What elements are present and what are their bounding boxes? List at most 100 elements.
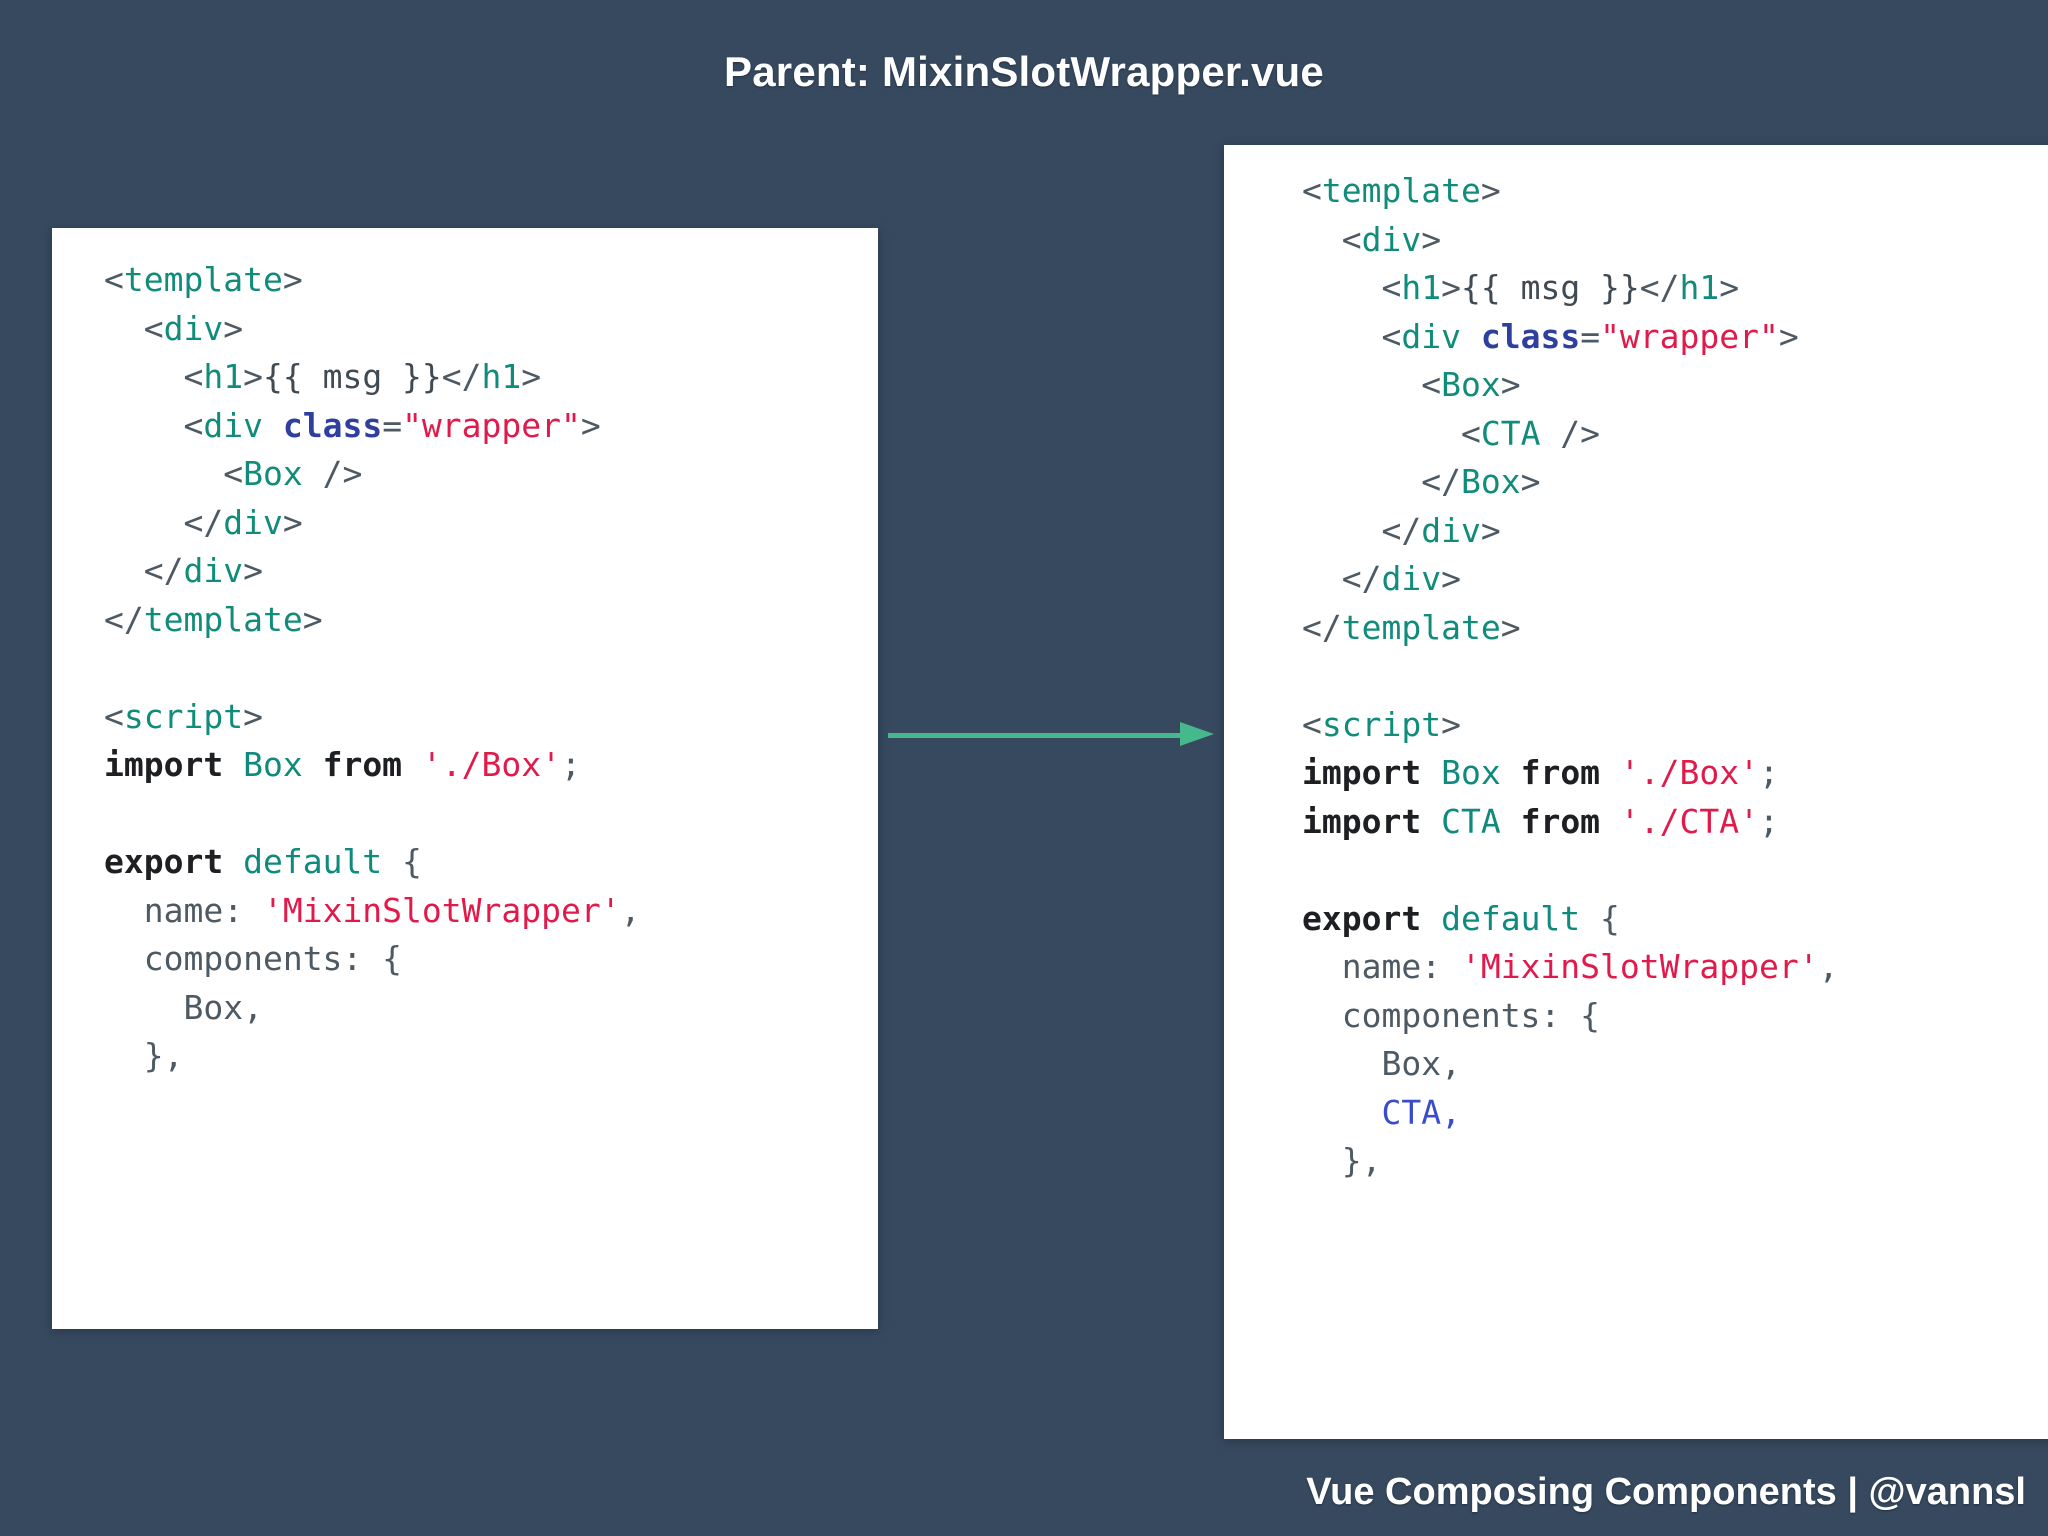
code-token-punct: <	[1302, 171, 1322, 210]
code-token-str: "wrapper"	[1600, 316, 1779, 356]
code-token-punct: >	[282, 260, 303, 299]
code-line: </template>	[1302, 604, 2048, 653]
code-token-tag: div	[1381, 559, 1442, 598]
code-token-kw: import	[1302, 753, 1422, 792]
code-token-punct: >	[1421, 219, 1442, 259]
code-token-plain: ,	[620, 890, 641, 930]
code-line: components: {	[1302, 992, 2048, 1041]
code-token-punct: <	[1421, 365, 1442, 404]
code-token-punct: <	[104, 260, 124, 299]
code-line: <div>	[1302, 216, 2048, 265]
code-token-plain	[1421, 753, 1441, 792]
code-token-new: CTA,	[1381, 1092, 1461, 1132]
code-token-punct: </	[1381, 510, 1422, 550]
code-line: CTA,	[1302, 1089, 2048, 1138]
code-token-punct: >	[243, 551, 263, 590]
code-token-punct: >	[1778, 316, 1799, 356]
code-line: Box,	[1302, 1040, 2048, 1089]
code-token-tag: div	[1401, 316, 1461, 356]
code-token-plain: {	[1580, 898, 1620, 938]
code-line: },	[1302, 1137, 2048, 1186]
code-line: export default {	[104, 838, 878, 887]
code-token-tag: template	[1321, 171, 1481, 210]
code-token-tag: template	[143, 599, 303, 639]
code-token-ident: Box	[1441, 753, 1501, 792]
code-token-kw: export	[1302, 898, 1422, 938]
code-token-attr: class	[282, 405, 383, 445]
code-token-plain	[223, 842, 243, 881]
code-token-punct: >	[1520, 462, 1541, 501]
code-token-punct: />	[302, 454, 363, 493]
code-line: <template>	[104, 256, 878, 305]
code-token-punct: </	[1639, 268, 1680, 307]
code-token-tag: Box	[1460, 462, 1521, 501]
after-code-block: <template> <div> <h1>{{ msg }}</h1> <div…	[1224, 167, 2048, 1186]
code-token-kw: import	[104, 745, 224, 784]
code-token-punct: </	[441, 357, 482, 396]
code-token-punct: />	[1540, 413, 1601, 453]
code-line	[104, 644, 878, 693]
code-token-punct: <	[143, 308, 164, 348]
code-token-plain: {	[382, 842, 422, 881]
code-token-plain: },	[143, 1036, 184, 1075]
code-line: import Box from './Box';	[104, 741, 878, 790]
code-line: </div>	[104, 499, 878, 548]
code-token-punct: <	[1381, 268, 1402, 307]
code-token-tag: div	[203, 405, 263, 445]
code-token-plain	[1501, 753, 1521, 792]
code-token-tag: Box	[1441, 365, 1501, 404]
code-token-plain	[263, 406, 283, 445]
code-token-tag: div	[1421, 510, 1481, 550]
code-token-tag: h1	[481, 357, 522, 396]
code-token-plain	[1461, 317, 1481, 356]
code-token-plain: components: {	[1341, 995, 1601, 1035]
code-token-punct: >	[1480, 510, 1501, 550]
code-token-punct: </	[1421, 462, 1461, 501]
footer-credit: Vue Composing Components | @vannsl	[1306, 1471, 2026, 1513]
code-token-ident: default	[243, 842, 383, 881]
code-token-kw: export	[104, 842, 224, 881]
code-token-mustache: {{ msg }}	[262, 357, 442, 396]
code-token-punct: >	[1719, 268, 1740, 307]
code-token-plain: name:	[143, 890, 263, 930]
before-code-block: <template> <div> <h1>{{ msg }}</h1> <div…	[52, 256, 878, 1081]
code-token-tag: CTA	[1480, 413, 1541, 453]
code-token-tag: template	[123, 260, 283, 299]
code-token-punct: <	[183, 357, 204, 396]
code-token-plain	[303, 745, 323, 784]
arrow-line-icon	[888, 733, 1184, 738]
code-token-str: './Box'	[421, 745, 562, 784]
code-line: </div>	[104, 547, 878, 596]
code-token-kw: import	[1302, 801, 1422, 841]
code-token-plain: components: {	[143, 939, 403, 978]
code-token-plain: ;	[561, 745, 581, 784]
code-token-tag: Box	[243, 454, 303, 493]
code-line: export default {	[1302, 895, 2048, 944]
code-token-punct: >	[282, 502, 303, 542]
code-token-plain	[1421, 899, 1441, 938]
code-token-punct: >	[521, 357, 542, 396]
code-line: <div class="wrapper">	[1302, 313, 2048, 362]
code-token-kw: from	[1520, 753, 1601, 792]
before-code-card: <template> <div> <h1>{{ msg }}</h1> <div…	[52, 228, 878, 1329]
code-token-plain: },	[1341, 1141, 1382, 1180]
code-token-plain: Box,	[183, 987, 263, 1027]
page-title: Parent: MixinSlotWrapper.vue	[724, 48, 1324, 95]
code-line: import CTA from './CTA';	[1302, 798, 2048, 847]
code-token-tag: div	[1361, 219, 1422, 259]
code-token-tag: script	[1321, 704, 1442, 744]
code-token-punct: <	[1460, 413, 1481, 453]
code-token-punct: >	[1441, 704, 1461, 744]
code-token-tag: script	[123, 696, 244, 736]
code-token-tag: h1	[1401, 268, 1442, 307]
code-line: name: 'MixinSlotWrapper',	[104, 887, 878, 936]
code-line: name: 'MixinSlotWrapper',	[1302, 943, 2048, 992]
code-line: </div>	[1302, 555, 2048, 604]
code-token-punct: <	[223, 454, 244, 493]
code-token-punct: <	[1341, 219, 1362, 259]
code-line: </Box>	[1302, 458, 2048, 507]
code-token-str: './Box'	[1619, 753, 1760, 792]
code-token-punct: </	[1302, 607, 1342, 647]
code-token-plain	[402, 745, 422, 784]
